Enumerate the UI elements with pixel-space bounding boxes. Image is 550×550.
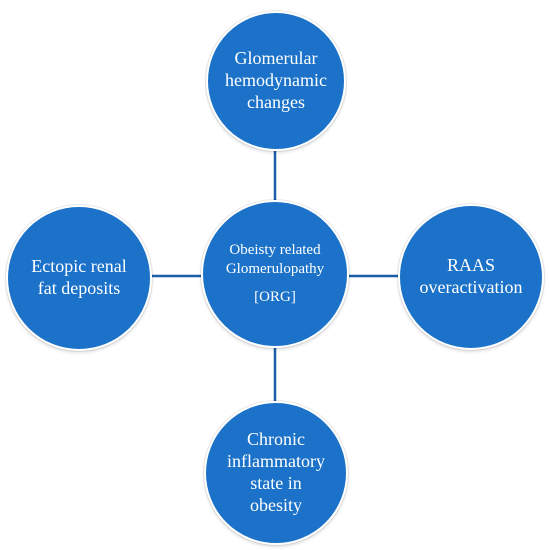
node-bottom-line-3: state in	[250, 473, 302, 493]
node-bottom-line-2: inflammatory	[227, 451, 325, 472]
node-top-line-3: changes	[247, 91, 305, 112]
node-chronic-inflammatory-state: Chronic inflammatory state in obesity	[204, 401, 348, 545]
node-center-line-1: Obeisty related	[229, 241, 321, 258]
node-bottom-line-1: Chronic	[246, 429, 305, 450]
node-left-line-2: fat deposits	[37, 278, 121, 298]
node-left-line-1: Ectopic renal	[31, 256, 127, 277]
node-center-line-2: Glomerulopathy	[225, 261, 325, 278]
node-raas-overactivation: RAAS overactivation	[398, 204, 544, 350]
node-top-line-1: Glomerular	[234, 48, 318, 69]
node-right-line-2: overactivation	[419, 277, 523, 297]
node-top-line-2: hemodynamic	[225, 70, 327, 91]
node-glomerular-hemodynamic-changes: Glomerular hemodynamic changes	[206, 11, 346, 151]
node-bottom-line-4: obesity	[249, 494, 302, 515]
node-ectopic-renal-fat-deposits: Ectopic renal fat deposits	[6, 205, 152, 351]
node-right-line-1: RAAS	[446, 255, 495, 276]
node-obesity-related-glomerulopathy: Obeisty related Glomerulopathy [ORG]	[201, 200, 349, 348]
node-center-tag: [ORG]	[254, 288, 296, 305]
